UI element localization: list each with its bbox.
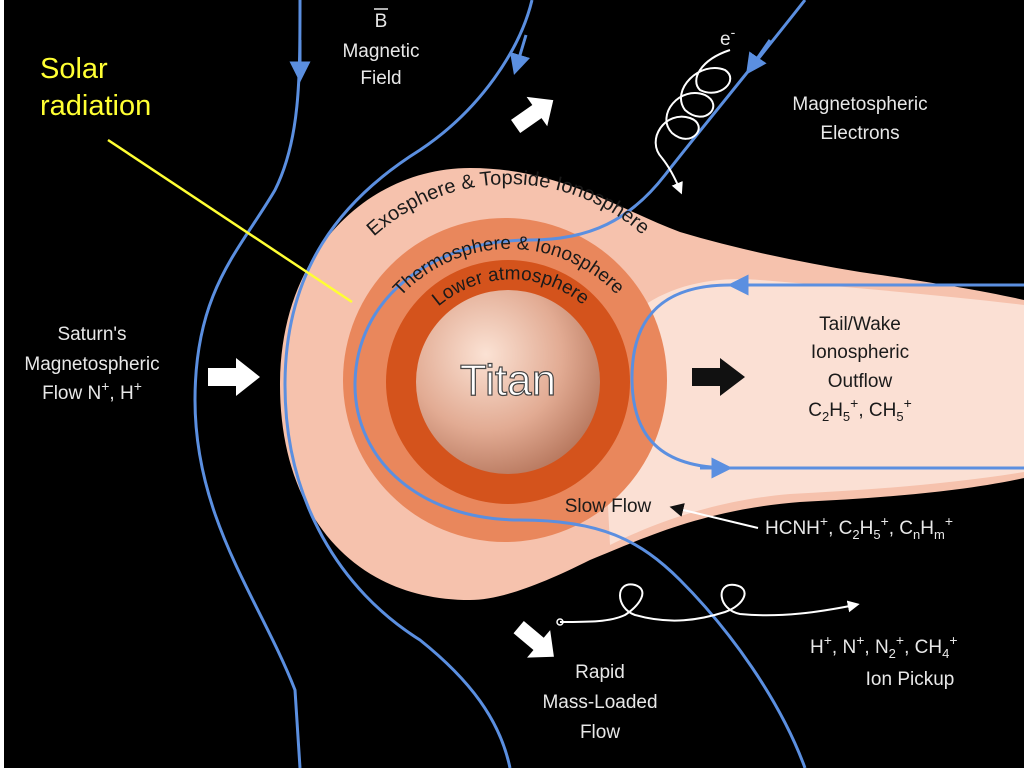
field-line-inner [353,0,807,768]
tail-outflow-arrow [692,358,745,396]
ion-pickup-formula: H+, N+, N2+, CH4+ [810,632,958,661]
left-edge-strip [0,0,4,768]
rapid-flow-line3: Flow [580,722,620,743]
electron-spiral [654,49,732,195]
tail-field-loop [630,283,1024,470]
rapid-flow-line2: Mass-Loaded [542,692,657,713]
field-line-middle-arrow [509,34,531,76]
deflected-flow-arrow-up [511,96,554,134]
field-label-line2: Field [360,68,401,89]
saturn-label-line1: Saturn's [57,324,126,345]
field-label-line1: Magnetic [342,41,419,62]
rapid-flow-line1: Rapid [575,662,625,683]
ion-pickup-start [556,618,564,626]
field-symbol: B [375,11,388,32]
ion-pickup-path [559,583,860,623]
tail-label-line3: Outflow [828,371,893,392]
solar-label-line2: radiation [40,90,151,122]
electrons-label-line1: Magnetospheric [792,94,927,115]
saturn-label-line2: Magnetospheric [24,354,159,375]
deflected-flow-arrow-down [513,621,554,658]
field-line-inner-arrow [746,39,772,75]
ion-pickup-label: Ion Pickup [866,669,955,690]
tail-region [600,279,1024,545]
titan-label: Titan [460,356,556,405]
slow-flow-arrow [669,503,759,529]
upstream-flow-arrow [208,358,260,396]
tail-ion-formula: C2H5+, CH5+ [808,395,912,424]
saturn-label-line3: Flow N+, H+ [42,378,142,404]
tail-label-line1: Tail/Wake [819,314,901,335]
electrons-label-line2: Electrons [820,123,899,144]
electron-symbol: e- [720,24,736,50]
titan-body [416,290,600,474]
hcnh-formula: HCNH+, C2H5+, CnHm+ [765,513,953,542]
solar-radiation-pointer [107,138,353,304]
solar-label-line1: Solar [40,53,108,85]
field-line-left [193,0,302,768]
field-line-middle [283,0,534,768]
slow-flow-label: Slow Flow [565,496,652,517]
tail-label-line2: Ionospheric [811,342,909,363]
